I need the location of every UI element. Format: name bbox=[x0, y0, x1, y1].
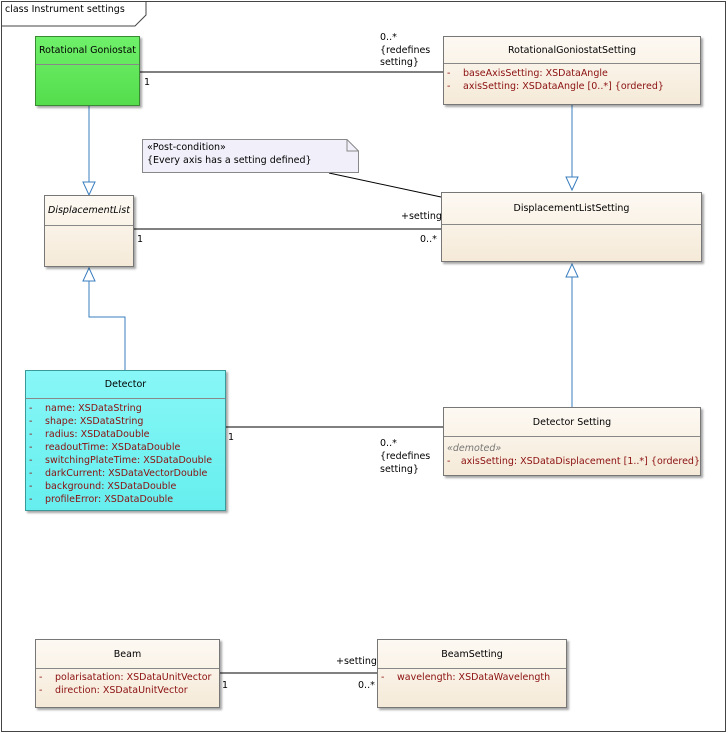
class-displacement-list-setting[interactable]: DisplacementListSetting bbox=[441, 192, 702, 262]
class-name: DisplacementList bbox=[45, 196, 133, 226]
attribute-row: -radius: XSDataDouble bbox=[29, 429, 150, 440]
attribute-row: -profileError: XSDataDouble bbox=[29, 494, 174, 505]
class-detector-setting[interactable]: Detector Setting «demoted» -axisSetting:… bbox=[443, 407, 701, 476]
attribute-row: -baseAxisSetting: XSDataAngle bbox=[447, 68, 608, 79]
note-shape bbox=[142, 139, 359, 173]
class-name: BeamSetting bbox=[378, 640, 566, 669]
role-label: +setting bbox=[336, 656, 377, 667]
frame-label: class Instrument settings bbox=[5, 4, 125, 15]
class-name: RotationalGoniostatSetting bbox=[444, 37, 700, 64]
constraint-label: setting} bbox=[380, 464, 419, 475]
class-name: Beam bbox=[36, 640, 219, 669]
multiplicity-label: 1 bbox=[228, 432, 235, 443]
attribute-row: -readoutTime: XSDataDouble bbox=[29, 442, 181, 453]
class-beam-setting[interactable]: BeamSetting -wavelength: XSDataWavelengt… bbox=[377, 639, 567, 708]
gen-detector-line bbox=[88, 281, 126, 370]
post-condition-note[interactable]: «Post-condition» {Every axis has a setti… bbox=[142, 139, 359, 173]
attribute-row: -shape: XSDataString bbox=[29, 416, 144, 427]
class-beam[interactable]: Beam -polarisatation: XSDataUnitVector -… bbox=[35, 639, 220, 708]
class-detector[interactable]: Detector -name: XSDataString -shape: XSD… bbox=[25, 370, 226, 511]
note-text: {Every axis has a setting defined} bbox=[147, 155, 312, 166]
class-name: DisplacementListSetting bbox=[442, 193, 701, 225]
attribute-row: -wavelength: XSDataWavelength bbox=[381, 672, 551, 683]
stereotype-label: «demoted» bbox=[447, 443, 502, 454]
multiplicity-label: 0..* bbox=[380, 438, 397, 449]
constraint-label: setting} bbox=[380, 57, 419, 68]
frame-tab bbox=[1, 1, 147, 27]
class-name: Rotational Goniostat bbox=[36, 37, 139, 65]
gen-detset-arrow bbox=[565, 262, 579, 278]
multiplicity-label: 1 bbox=[137, 234, 144, 245]
attribute-row: -name: XSDataString bbox=[29, 403, 142, 414]
multiplicity-label: 0..* bbox=[380, 32, 397, 43]
class-rotational-goniostat-setting[interactable]: RotationalGoniostatSetting -baseAxisSett… bbox=[443, 36, 701, 105]
constraint-label: {redefines bbox=[380, 45, 431, 56]
attribute-row: -background: XSDataDouble bbox=[29, 481, 177, 492]
constraint-label: {redefines bbox=[380, 451, 431, 462]
attribute-row: -axisSetting: XSDataDisplacement [1..*] … bbox=[447, 456, 700, 467]
note-anchor bbox=[328, 172, 442, 198]
multiplicity-label: 1 bbox=[144, 77, 151, 88]
attribute-row: -axisSetting: XSDataAngle [0..*] {ordere… bbox=[447, 81, 664, 92]
gen-rgs-arrow bbox=[565, 176, 579, 192]
role-label: +setting bbox=[401, 211, 442, 222]
class-name: Detector Setting bbox=[444, 408, 700, 437]
attribute-row: -switchingPlateTime: XSDataDouble bbox=[29, 455, 213, 466]
class-displacement-list[interactable]: DisplacementList bbox=[44, 195, 134, 267]
gen-goniostat-arrow bbox=[82, 181, 96, 197]
class-rotational-goniostat[interactable]: Rotational Goniostat bbox=[35, 36, 140, 106]
multiplicity-label: 0..* bbox=[420, 234, 437, 245]
gen-detector-arrow bbox=[82, 266, 96, 282]
attribute-row: -darkCurrent: XSDataVectorDouble bbox=[29, 468, 208, 479]
attribute-row: -polarisatation: XSDataUnitVector bbox=[39, 672, 212, 683]
multiplicity-label: 1 bbox=[222, 680, 229, 691]
class-name: Detector bbox=[26, 371, 225, 399]
note-stereotype: «Post-condition» bbox=[147, 142, 226, 153]
attribute-row: -direction: XSDataUnitVector bbox=[39, 685, 188, 696]
multiplicity-label: 0..* bbox=[358, 680, 375, 691]
